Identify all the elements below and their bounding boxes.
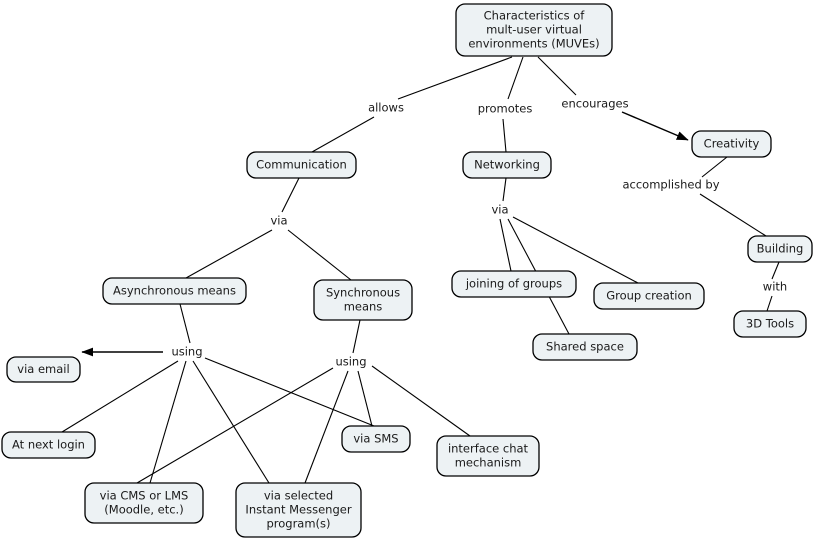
link-label-via-communication: via bbox=[270, 214, 287, 228]
edge-using-sync-to-via-im bbox=[304, 370, 349, 484]
edge-via-communication-to-asynchronous bbox=[185, 229, 273, 279]
link-label-via-networking: via bbox=[491, 203, 508, 217]
node-label-group-creation: Group creation bbox=[606, 289, 692, 303]
link-label-with: with bbox=[763, 280, 787, 294]
node-label-shared-space: Shared space bbox=[546, 340, 624, 354]
node-via-sms[interactable]: via SMS bbox=[341, 425, 411, 453]
node-label-networking: Networking bbox=[474, 158, 540, 172]
edge-creativity-to-accomplished-by bbox=[701, 156, 728, 178]
node-label-root: environments (MUVEs) bbox=[468, 37, 599, 51]
link-label-promotes: promotes bbox=[478, 102, 533, 116]
edge-communication-to-via-communication bbox=[281, 177, 300, 213]
node-label-via-im: via selected bbox=[264, 489, 333, 503]
node-box-asynchronous[interactable] bbox=[102, 277, 247, 305]
node-group-creation[interactable]: Group creation bbox=[593, 282, 705, 310]
node-label-joining: joining of groups bbox=[465, 277, 562, 291]
node-building[interactable]: Building bbox=[747, 235, 813, 263]
edge-root-to-allows bbox=[397, 56, 513, 100]
node-label-synchronous: Synchronous bbox=[326, 286, 400, 300]
edges-layer bbox=[61, 56, 780, 484]
node-label-synchronous: means bbox=[344, 300, 383, 314]
node-label-via-email: via email bbox=[17, 362, 69, 376]
node-via-cms[interactable]: via CMS or LMS(Moodle, etc.) bbox=[84, 482, 204, 524]
node-at-next-login[interactable]: At next login bbox=[1, 431, 96, 459]
edge-accomplished-by-to-building bbox=[699, 193, 767, 237]
edge-via-networking-to-joining bbox=[499, 218, 512, 272]
edge-via-networking-to-group-creation bbox=[512, 216, 639, 284]
node-label-via-cms: via CMS or LMS bbox=[100, 489, 189, 503]
edge-using-sync-to-via-sms bbox=[357, 370, 373, 427]
edge-promotes-to-networking bbox=[502, 118, 507, 153]
edge-synchronous-to-using-sync bbox=[352, 319, 361, 354]
node-box-synchronous[interactable] bbox=[313, 279, 413, 321]
node-label-interface-chat: interface chat bbox=[448, 442, 529, 456]
node-box-building[interactable] bbox=[747, 235, 813, 263]
edge-building-to-with bbox=[771, 261, 780, 280]
node-box-via-email[interactable] bbox=[6, 356, 81, 383]
edge-allows-to-communication bbox=[311, 116, 375, 153]
node-label-at-next-login: At next login bbox=[12, 438, 85, 452]
node-box-at-next-login[interactable] bbox=[1, 431, 96, 459]
node-box-communication[interactable] bbox=[246, 151, 357, 179]
node-box-shared-space[interactable] bbox=[532, 333, 638, 361]
edge-encourages-to-creativity bbox=[621, 111, 689, 141]
link-label-encourages: encourages bbox=[561, 97, 628, 111]
node-joining[interactable]: joining of groups bbox=[451, 270, 577, 298]
link-label-allows: allows bbox=[368, 101, 404, 115]
node-label-via-im: Instant Messenger bbox=[245, 503, 351, 517]
node-label-interface-chat: mechanism bbox=[455, 456, 522, 470]
node-box-via-sms[interactable] bbox=[341, 425, 411, 453]
node-label-root: Characteristics of bbox=[484, 9, 586, 23]
link-labels-layer: allows promotes encourages via via accomplish… bbox=[171, 97, 787, 369]
edge-via-communication-to-synchronous bbox=[287, 229, 352, 281]
edge-using-sync-to-via-cms bbox=[136, 367, 334, 484]
node-box-joining[interactable] bbox=[451, 270, 577, 298]
node-communication[interactable]: Communication bbox=[246, 151, 357, 179]
node-label-root: mult-user virtual bbox=[486, 23, 582, 37]
edge-using-async-to-via-sms bbox=[204, 357, 375, 427]
link-label-using-sync: using bbox=[335, 355, 366, 369]
edge-using-async-to-via-cms bbox=[149, 360, 187, 484]
node-box-networking[interactable] bbox=[462, 151, 552, 179]
node-label-3d-tools: 3D Tools bbox=[746, 317, 794, 331]
node-label-asynchronous: Asynchronous means bbox=[113, 284, 236, 298]
edge-root-to-promotes bbox=[507, 56, 524, 100]
edge-using-async-to-at-next-login bbox=[61, 360, 179, 433]
node-label-via-im: program(s) bbox=[266, 517, 330, 531]
edge-asynchronous-to-using-async bbox=[179, 303, 191, 344]
node-label-via-cms: (Moodle, etc.) bbox=[104, 503, 183, 517]
node-box-via-im[interactable] bbox=[235, 482, 362, 538]
node-3d-tools[interactable]: 3D Tools bbox=[733, 310, 807, 338]
node-box-root[interactable] bbox=[455, 3, 613, 57]
node-box-3d-tools[interactable] bbox=[733, 310, 807, 338]
node-label-communication: Communication bbox=[256, 158, 347, 172]
node-label-building: Building bbox=[757, 242, 804, 256]
node-label-creativity: Creativity bbox=[704, 137, 760, 151]
node-shared-space[interactable]: Shared space bbox=[532, 333, 638, 361]
edge-using-async-to-via-im bbox=[192, 360, 270, 484]
edge-root-to-encourages bbox=[537, 56, 577, 96]
link-label-using-async: using bbox=[171, 345, 202, 359]
node-asynchronous[interactable]: Asynchronous means bbox=[102, 277, 247, 305]
node-box-creativity[interactable] bbox=[691, 130, 772, 158]
node-box-via-cms[interactable] bbox=[84, 482, 204, 524]
node-via-email[interactable]: via email bbox=[6, 356, 81, 383]
link-label-accomplished-by: accomplished by bbox=[622, 178, 719, 192]
node-networking[interactable]: Networking bbox=[462, 151, 552, 179]
edge-with-to-3d-tools bbox=[766, 295, 773, 312]
edge-using-sync-to-interface-chat bbox=[371, 365, 471, 437]
node-creativity[interactable]: Creativity bbox=[691, 130, 772, 158]
node-box-group-creation[interactable] bbox=[593, 282, 705, 310]
node-box-interface-chat[interactable] bbox=[436, 435, 540, 477]
node-label-via-sms: via SMS bbox=[353, 432, 398, 446]
edge-networking-to-via-networking bbox=[502, 177, 507, 202]
